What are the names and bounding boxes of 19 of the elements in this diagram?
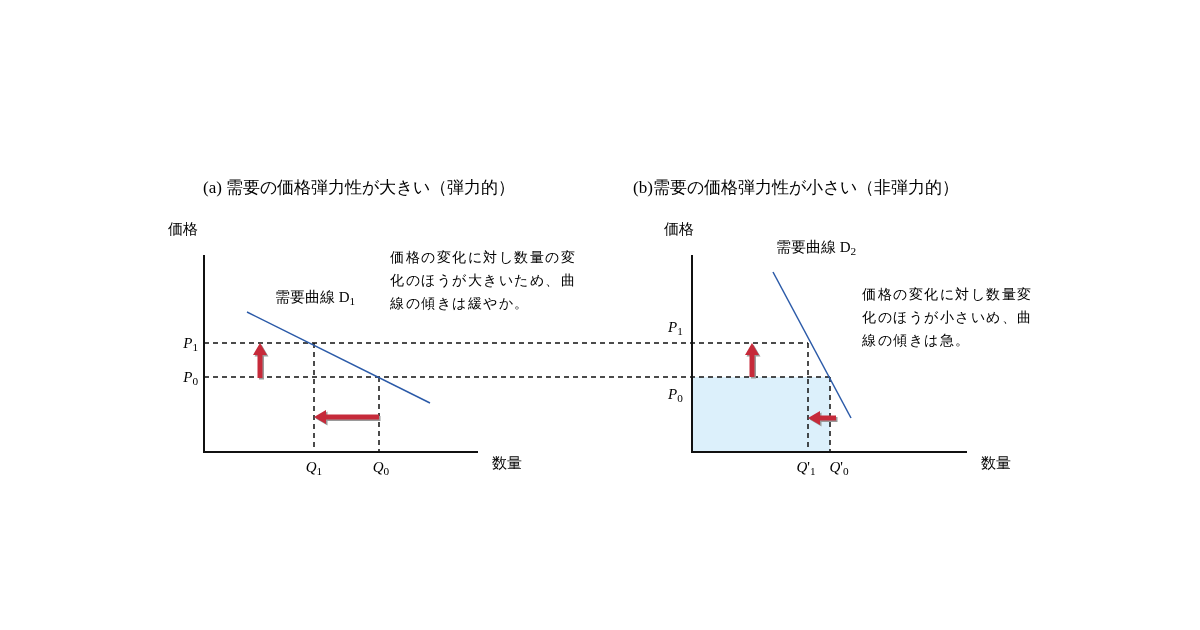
axis-label: 価格: [168, 220, 198, 239]
tick-label: Q'$_{1}$: [796, 458, 816, 479]
annotation-text: 価格の変化に対し数量の変化のほうが大きいため、曲線の傾きは緩やか。: [390, 249, 577, 313]
curve-label: 需要曲線 D$_{2}$: [776, 238, 857, 259]
axis-label: 数量: [981, 454, 1011, 473]
annotation-text: 価格の変化に対し数量変化のほうが小さいめ、曲線の傾きは急。: [862, 286, 1034, 350]
chart-title: (b)需要の価格弾力性が小さい（非弾力的）: [633, 177, 959, 199]
curve-label: 需要曲線 D$_{1}$: [275, 288, 356, 309]
tick-label: P$_{1}$: [183, 334, 198, 355]
chart-title: (a) 需要の価格弾力性が大きい（弾力的）: [203, 177, 516, 199]
shaded-area: [693, 377, 830, 451]
axis-label: 価格: [664, 220, 694, 239]
tick-label: P$_{0}$: [183, 368, 198, 389]
tick-label: Q$_{0}$: [372, 458, 390, 479]
tick-label: P$_{1}$: [668, 318, 683, 339]
tick-label: P$_{0}$: [668, 385, 683, 406]
axis-label: 数量: [492, 454, 522, 473]
tick-label: Q$_{1}$: [305, 458, 323, 479]
tick-label: Q'$_{0}$: [829, 458, 849, 479]
